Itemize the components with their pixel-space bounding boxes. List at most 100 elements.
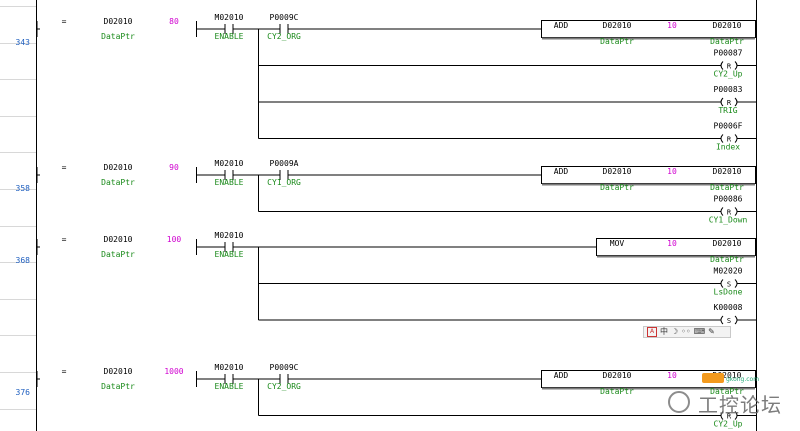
- coil-arc-left: [720, 279, 724, 288]
- compare-operand-right: 100: [167, 235, 182, 244]
- step-number: 358: [16, 184, 31, 193]
- step-number: 368: [16, 256, 31, 265]
- coil-arc-right: [734, 279, 738, 288]
- contact-address[interactable]: M02010: [215, 363, 244, 372]
- function-dest: D02010: [713, 167, 742, 176]
- coil-arc-right: [734, 134, 738, 143]
- function-arg1-comment: DataPtr: [600, 387, 634, 396]
- coil-arc-right: [734, 61, 738, 70]
- contact-comment: ENABLE: [215, 250, 244, 259]
- contact-address[interactable]: P0009C: [270, 363, 299, 372]
- ime-toolbar[interactable]: A 中 ☽ ◦◦ ⌨ ✎: [643, 326, 731, 338]
- compare-operand-left: D02010: [104, 163, 133, 172]
- coil-address[interactable]: M02020: [714, 267, 743, 276]
- function-arg2: 10: [667, 167, 677, 176]
- watermark-badge: [702, 373, 724, 383]
- function-name: MOV: [610, 239, 625, 248]
- coil-arc-left: [720, 97, 724, 107]
- contact-comment: ENABLE: [215, 32, 244, 41]
- contact-address[interactable]: M02010: [215, 231, 244, 240]
- compare-operand-left: D02010: [104, 17, 133, 26]
- coil-comment: CY1_Down: [709, 216, 748, 225]
- function-arg1: D02010: [603, 371, 632, 380]
- function-arg2: 10: [667, 21, 677, 30]
- coil-address[interactable]: K00008: [714, 303, 743, 312]
- coil-type: S: [727, 317, 731, 325]
- coil-type: R: [727, 209, 732, 217]
- compare-operand-left: D02010: [104, 367, 133, 376]
- coil-address[interactable]: P00087: [714, 49, 743, 58]
- ime-chinese-mode-icon[interactable]: 中: [660, 327, 668, 336]
- coil-arc-left: [720, 134, 724, 143]
- coil-type: R: [727, 413, 732, 421]
- function-arg1-comment: DataPtr: [600, 37, 634, 46]
- ime-moon-icon[interactable]: ☽: [671, 327, 679, 336]
- coil-address[interactable]: P0006F: [714, 122, 743, 131]
- compare-operand-left: D02010: [104, 235, 133, 244]
- function-dest-comment: DataPtr: [710, 37, 744, 46]
- watermark-site: gkong.com: [726, 376, 760, 383]
- compare-operator: =: [62, 163, 67, 172]
- coil-arc-left: [720, 207, 724, 216]
- coil-comment: CY2_Up: [714, 70, 743, 79]
- contact-comment: CY2_ORG: [267, 382, 301, 391]
- coil-type: R: [727, 136, 732, 144]
- step-number: 343: [16, 38, 31, 47]
- function-name: ADD: [554, 167, 569, 176]
- contact-comment: CY1_ORG: [267, 178, 301, 187]
- ime-settings-icon[interactable]: ✎: [708, 327, 715, 336]
- contact-comment: CY2_ORG: [267, 32, 301, 41]
- coil-arc-left: [720, 315, 724, 325]
- compare-operator: =: [62, 235, 67, 244]
- function-name: ADD: [554, 21, 569, 30]
- coil-arc-right: [734, 97, 738, 107]
- compare-operand-left-comment: DataPtr: [101, 178, 135, 187]
- watermark-text: 工控论坛: [698, 393, 782, 417]
- ime-punctuation-icon[interactable]: ◦◦: [681, 327, 691, 336]
- contact-comment: ENABLE: [215, 178, 244, 187]
- function-dest-comment: DataPtr: [710, 387, 744, 396]
- contact-address[interactable]: P0009C: [270, 13, 299, 22]
- contact-comment: ENABLE: [215, 382, 244, 391]
- function-dest: D02010: [713, 239, 742, 248]
- watermark: gkong.com 工控论坛: [668, 373, 798, 429]
- coil-arc-right: [734, 315, 738, 325]
- coil-arc-right: [734, 207, 738, 216]
- compare-operand-right: 80: [169, 17, 179, 26]
- compare-operator: =: [62, 367, 67, 376]
- coil-type: R: [727, 99, 732, 107]
- contact-address[interactable]: P0009A: [270, 159, 299, 168]
- contact-address[interactable]: M02010: [215, 159, 244, 168]
- contact-address[interactable]: M02010: [215, 13, 244, 22]
- ime-keyboard-icon[interactable]: ⌨: [693, 327, 706, 336]
- compare-operand-left-comment: DataPtr: [101, 250, 135, 259]
- function-arg1-comment: DataPtr: [600, 183, 634, 192]
- function-name: ADD: [554, 371, 569, 380]
- coil-comment: CY2_Up: [714, 420, 743, 429]
- compare-operator: =: [62, 17, 67, 26]
- coil-comment: LsDone: [714, 288, 743, 297]
- function-arg2: 10: [667, 239, 677, 248]
- function-dest: D02010: [713, 21, 742, 30]
- coil-arc-left: [720, 61, 724, 70]
- function-dest-comment: DataPtr: [710, 183, 744, 192]
- coil-address[interactable]: P00086: [714, 195, 743, 204]
- function-arg1: D02010: [603, 167, 632, 176]
- coil-comment: Index: [716, 143, 740, 152]
- watermark-logo-icon: [668, 391, 690, 413]
- function-dest-comment: DataPtr: [710, 255, 744, 264]
- function-arg1: D02010: [603, 21, 632, 30]
- coil-type: R: [727, 63, 732, 71]
- function-arg2: 10: [667, 371, 677, 380]
- ime-logo-icon[interactable]: A: [647, 327, 657, 337]
- step-number: 376: [16, 388, 31, 397]
- coil-type: S: [727, 281, 731, 289]
- compare-operand-left-comment: DataPtr: [101, 32, 135, 41]
- compare-operand-left-comment: DataPtr: [101, 382, 135, 391]
- compare-operand-right: 90: [169, 163, 179, 172]
- coil-comment: TRIG: [718, 106, 737, 115]
- function-dest: D02010: [713, 371, 742, 380]
- coil-address[interactable]: P00083: [714, 85, 743, 94]
